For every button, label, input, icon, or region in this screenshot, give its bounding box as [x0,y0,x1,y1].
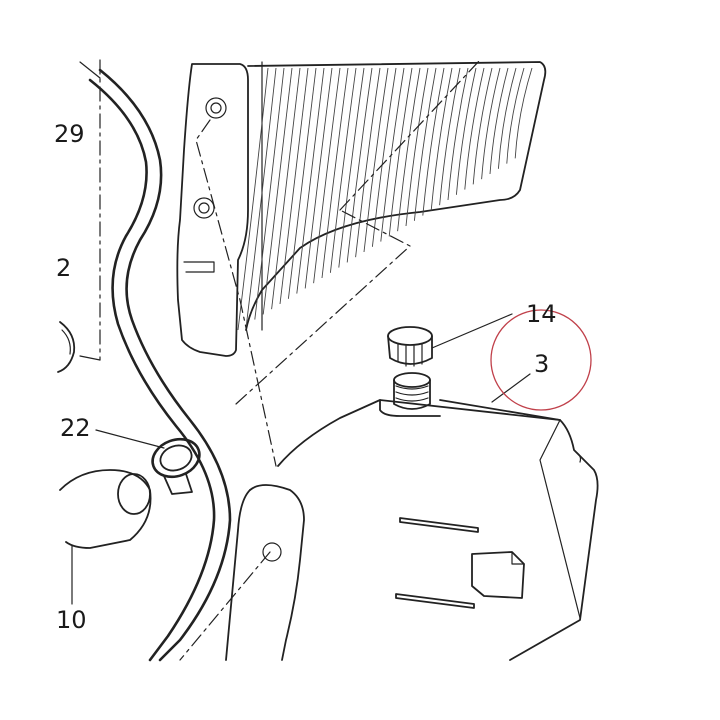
coolant-hose [88,68,232,662]
highlight-circle[interactable] [490,309,592,411]
leader-22 [95,429,165,449]
radiator-fin [489,67,509,175]
radiator-fin [254,67,285,320]
radiator-fin [405,67,429,227]
radiator-fin [237,67,269,331]
filler-neck [393,372,431,410]
radiator-fin [439,67,461,206]
bracket-hole [262,542,282,562]
filler-cap [387,326,433,367]
radiator-fin [464,67,485,190]
radiator-fin [296,67,325,294]
tank-rib-lower [395,593,475,609]
radiator-fin [497,67,517,169]
callout-29[interactable]: 29 [54,120,85,148]
callout-2[interactable]: 2 [56,254,71,282]
callout-leaders [71,313,531,605]
lower-bracket [225,484,305,661]
radiator-fin [388,67,413,237]
leader-14 [431,313,513,349]
radiator-fin [279,67,309,305]
radiator-fin [481,67,501,180]
radiator-fin [245,67,277,325]
callout-22[interactable]: 22 [60,414,91,442]
radiator-core [237,61,547,331]
radiator-fin [321,67,349,279]
radiator-fin [338,67,365,268]
radiator-fin [363,67,389,253]
radiator-fin [313,67,341,284]
radiator-side-plate [176,63,249,357]
radiator-fin [422,67,445,216]
leader-3 [491,373,531,403]
mount-hole-lower [193,197,215,219]
radiator-fin [472,67,493,185]
tank-body [277,399,599,661]
radiator-fin [329,67,357,273]
radiator-fin [355,67,381,258]
hose-clamp [151,437,201,495]
radiator-fin [430,67,453,211]
callout-14[interactable]: 14 [526,300,557,328]
assembly-leader-lines [179,59,481,661]
mount-hole-upper [205,97,227,119]
partial-grommet [57,321,76,373]
radiator-fin [371,67,397,247]
radiator-fin [262,67,293,315]
radiator-fin [413,67,437,221]
callout-10[interactable]: 10 [56,606,87,634]
radiator-fin [271,67,301,310]
radiator-fin [447,67,469,201]
tank-tab [471,551,525,599]
radiator-fin [455,67,477,195]
radiator-fin [287,67,317,299]
tank-rib-upper [399,517,479,533]
radiator-fin [514,67,533,159]
radiator-fin [506,67,525,164]
callout-3[interactable]: 3 [534,350,549,378]
radiator-fin [346,67,373,263]
frame-rail-outline [79,59,101,361]
hose-end [59,469,152,549]
radiator-fin [304,67,333,289]
radiator-fin [397,67,421,232]
